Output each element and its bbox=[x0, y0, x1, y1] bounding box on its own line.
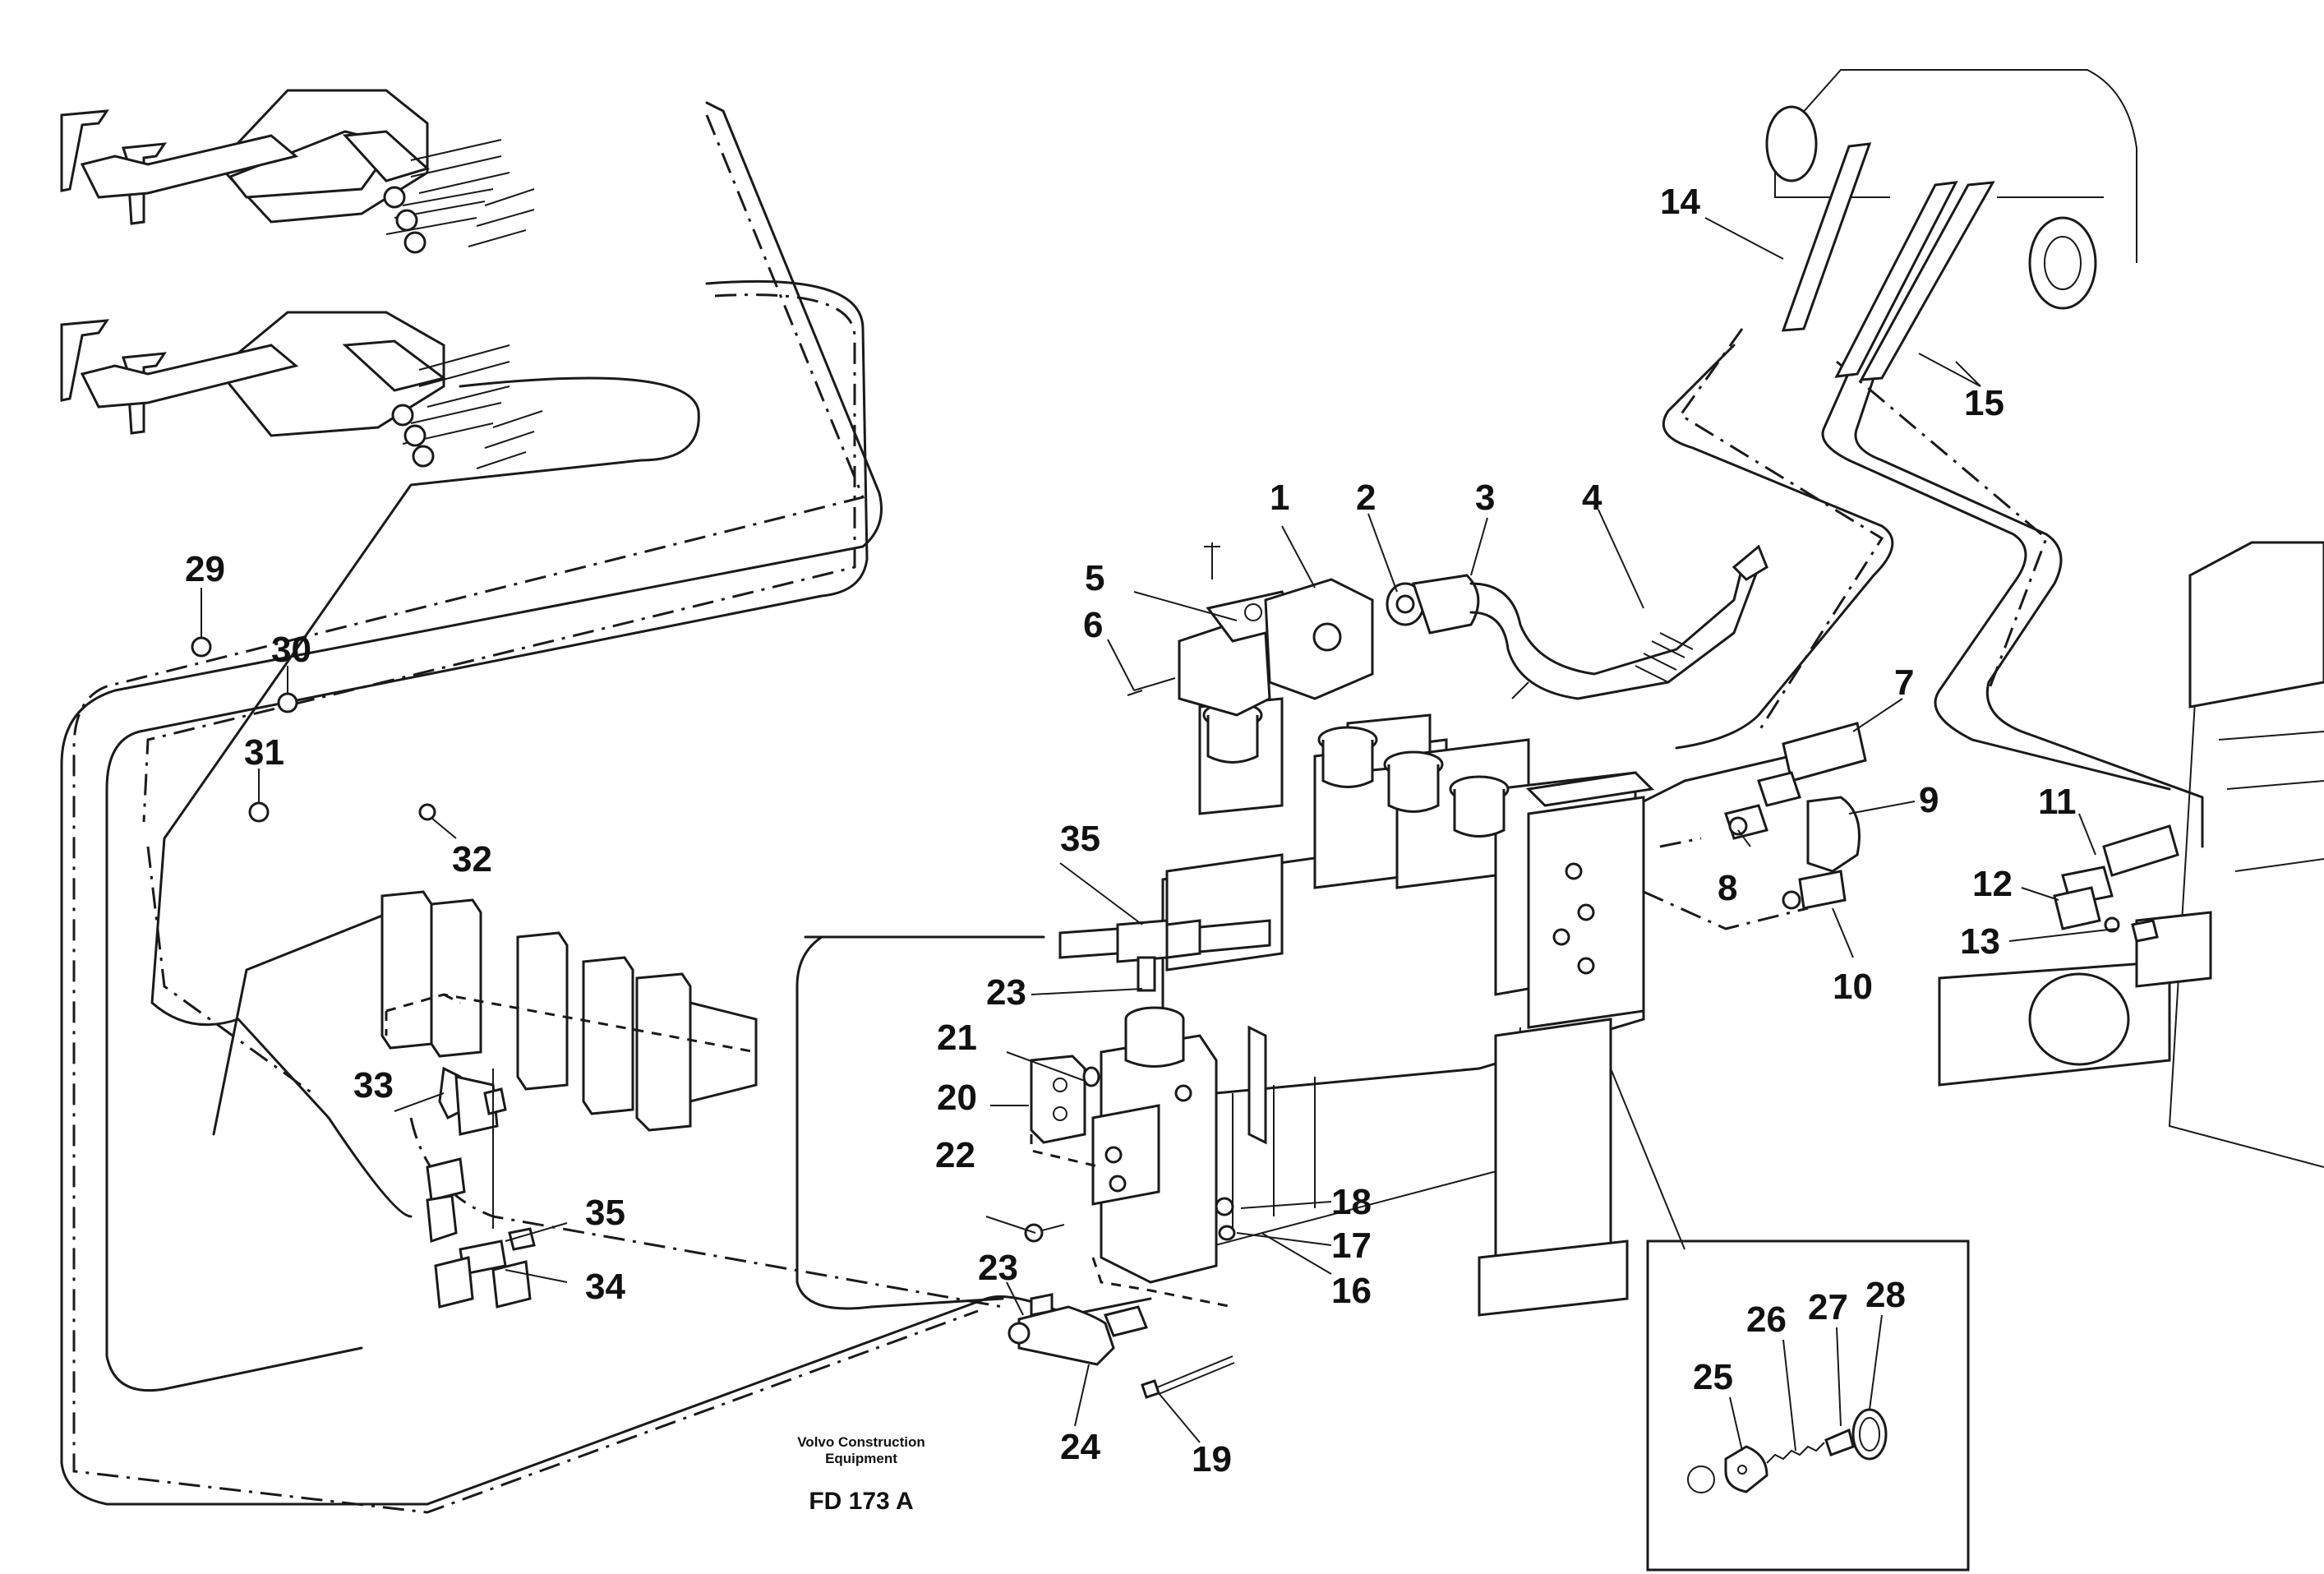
part-label-34: 34 bbox=[585, 1267, 625, 1307]
part-label-13: 13 bbox=[1960, 921, 2000, 962]
part-label-15: 15 bbox=[1964, 383, 2004, 423]
part-label-5: 5 bbox=[1085, 558, 1104, 598]
part-label-11: 11 bbox=[2038, 782, 2077, 822]
figure-code: FD 173 A bbox=[809, 1488, 913, 1515]
part-label-18: 18 bbox=[1331, 1182, 1372, 1222]
part-label-26: 26 bbox=[1746, 1299, 1787, 1340]
pressure-valve bbox=[1030, 1006, 1236, 1317]
part-label-30: 30 bbox=[271, 630, 311, 670]
part-label-12: 12 bbox=[1972, 864, 2013, 904]
hose-routing bbox=[60, 101, 2204, 1514]
part-label-24: 24 bbox=[1060, 1427, 1100, 1467]
part-label-31: 31 bbox=[244, 732, 284, 773]
valve-bank bbox=[1161, 697, 1655, 1317]
leader-lines bbox=[201, 217, 2117, 1452]
part-label-21: 21 bbox=[937, 1018, 977, 1058]
part-label-22: 22 bbox=[935, 1135, 975, 1175]
machine-frame-right bbox=[1938, 541, 2324, 1168]
part-label-19: 19 bbox=[1192, 1439, 1232, 1479]
fasteners bbox=[1008, 1223, 1235, 1399]
part-label-20: 20 bbox=[937, 1078, 977, 1118]
caption-line-1: Volvo Construction bbox=[797, 1434, 925, 1450]
part-label-29: 29 bbox=[185, 549, 225, 589]
boom-cylinder bbox=[1765, 69, 2137, 381]
part-label-2: 2 bbox=[1356, 478, 1376, 518]
part-label-8: 8 bbox=[1718, 868, 1737, 908]
solenoid-bank-left bbox=[380, 890, 758, 1309]
pedal-assembly-upper bbox=[60, 89, 535, 254]
part-label-16: 16 bbox=[1331, 1271, 1372, 1311]
part-label-1: 1 bbox=[1270, 478, 1289, 518]
part-label-10: 10 bbox=[1833, 967, 1873, 1007]
part-label-35-lower: 35 bbox=[585, 1193, 625, 1233]
part-label-27: 27 bbox=[1808, 1287, 1848, 1327]
part-label-23-lower: 23 bbox=[978, 1248, 1018, 1288]
caption-line-2: Equipment bbox=[825, 1451, 897, 1466]
detail-inset bbox=[1610, 1068, 1970, 1572]
tee-fitting-upper bbox=[1058, 919, 1271, 992]
hose-clamps bbox=[191, 636, 436, 823]
part-label-33: 33 bbox=[353, 1065, 394, 1105]
part-label-17: 17 bbox=[1331, 1226, 1372, 1266]
part-label-6: 6 bbox=[1083, 605, 1103, 645]
part-label-14: 14 bbox=[1660, 182, 1700, 222]
right-fittings bbox=[1724, 722, 2179, 943]
part-label-28: 28 bbox=[1865, 1275, 1906, 1315]
flange-hose bbox=[1386, 544, 1768, 700]
part-label-4: 4 bbox=[1582, 478, 1602, 518]
figure-caption: Volvo Construction Equipment FD 173 A bbox=[797, 1434, 925, 1515]
part-label-9: 9 bbox=[1919, 780, 1939, 820]
pedal-assembly-lower bbox=[60, 311, 543, 469]
part-number-labels: 1 2 3 4 5 6 7 8 9 10 11 12 13 14 15 16 1… bbox=[185, 182, 2077, 1479]
part-label-3: 3 bbox=[1475, 478, 1495, 518]
part-label-35-upper: 35 bbox=[1060, 819, 1100, 859]
part-label-23-upper: 23 bbox=[986, 972, 1026, 1013]
part-label-7: 7 bbox=[1894, 662, 1914, 703]
part-label-32: 32 bbox=[452, 839, 492, 879]
mounting-bracket bbox=[1127, 542, 1374, 717]
part-label-25: 25 bbox=[1693, 1357, 1733, 1397]
